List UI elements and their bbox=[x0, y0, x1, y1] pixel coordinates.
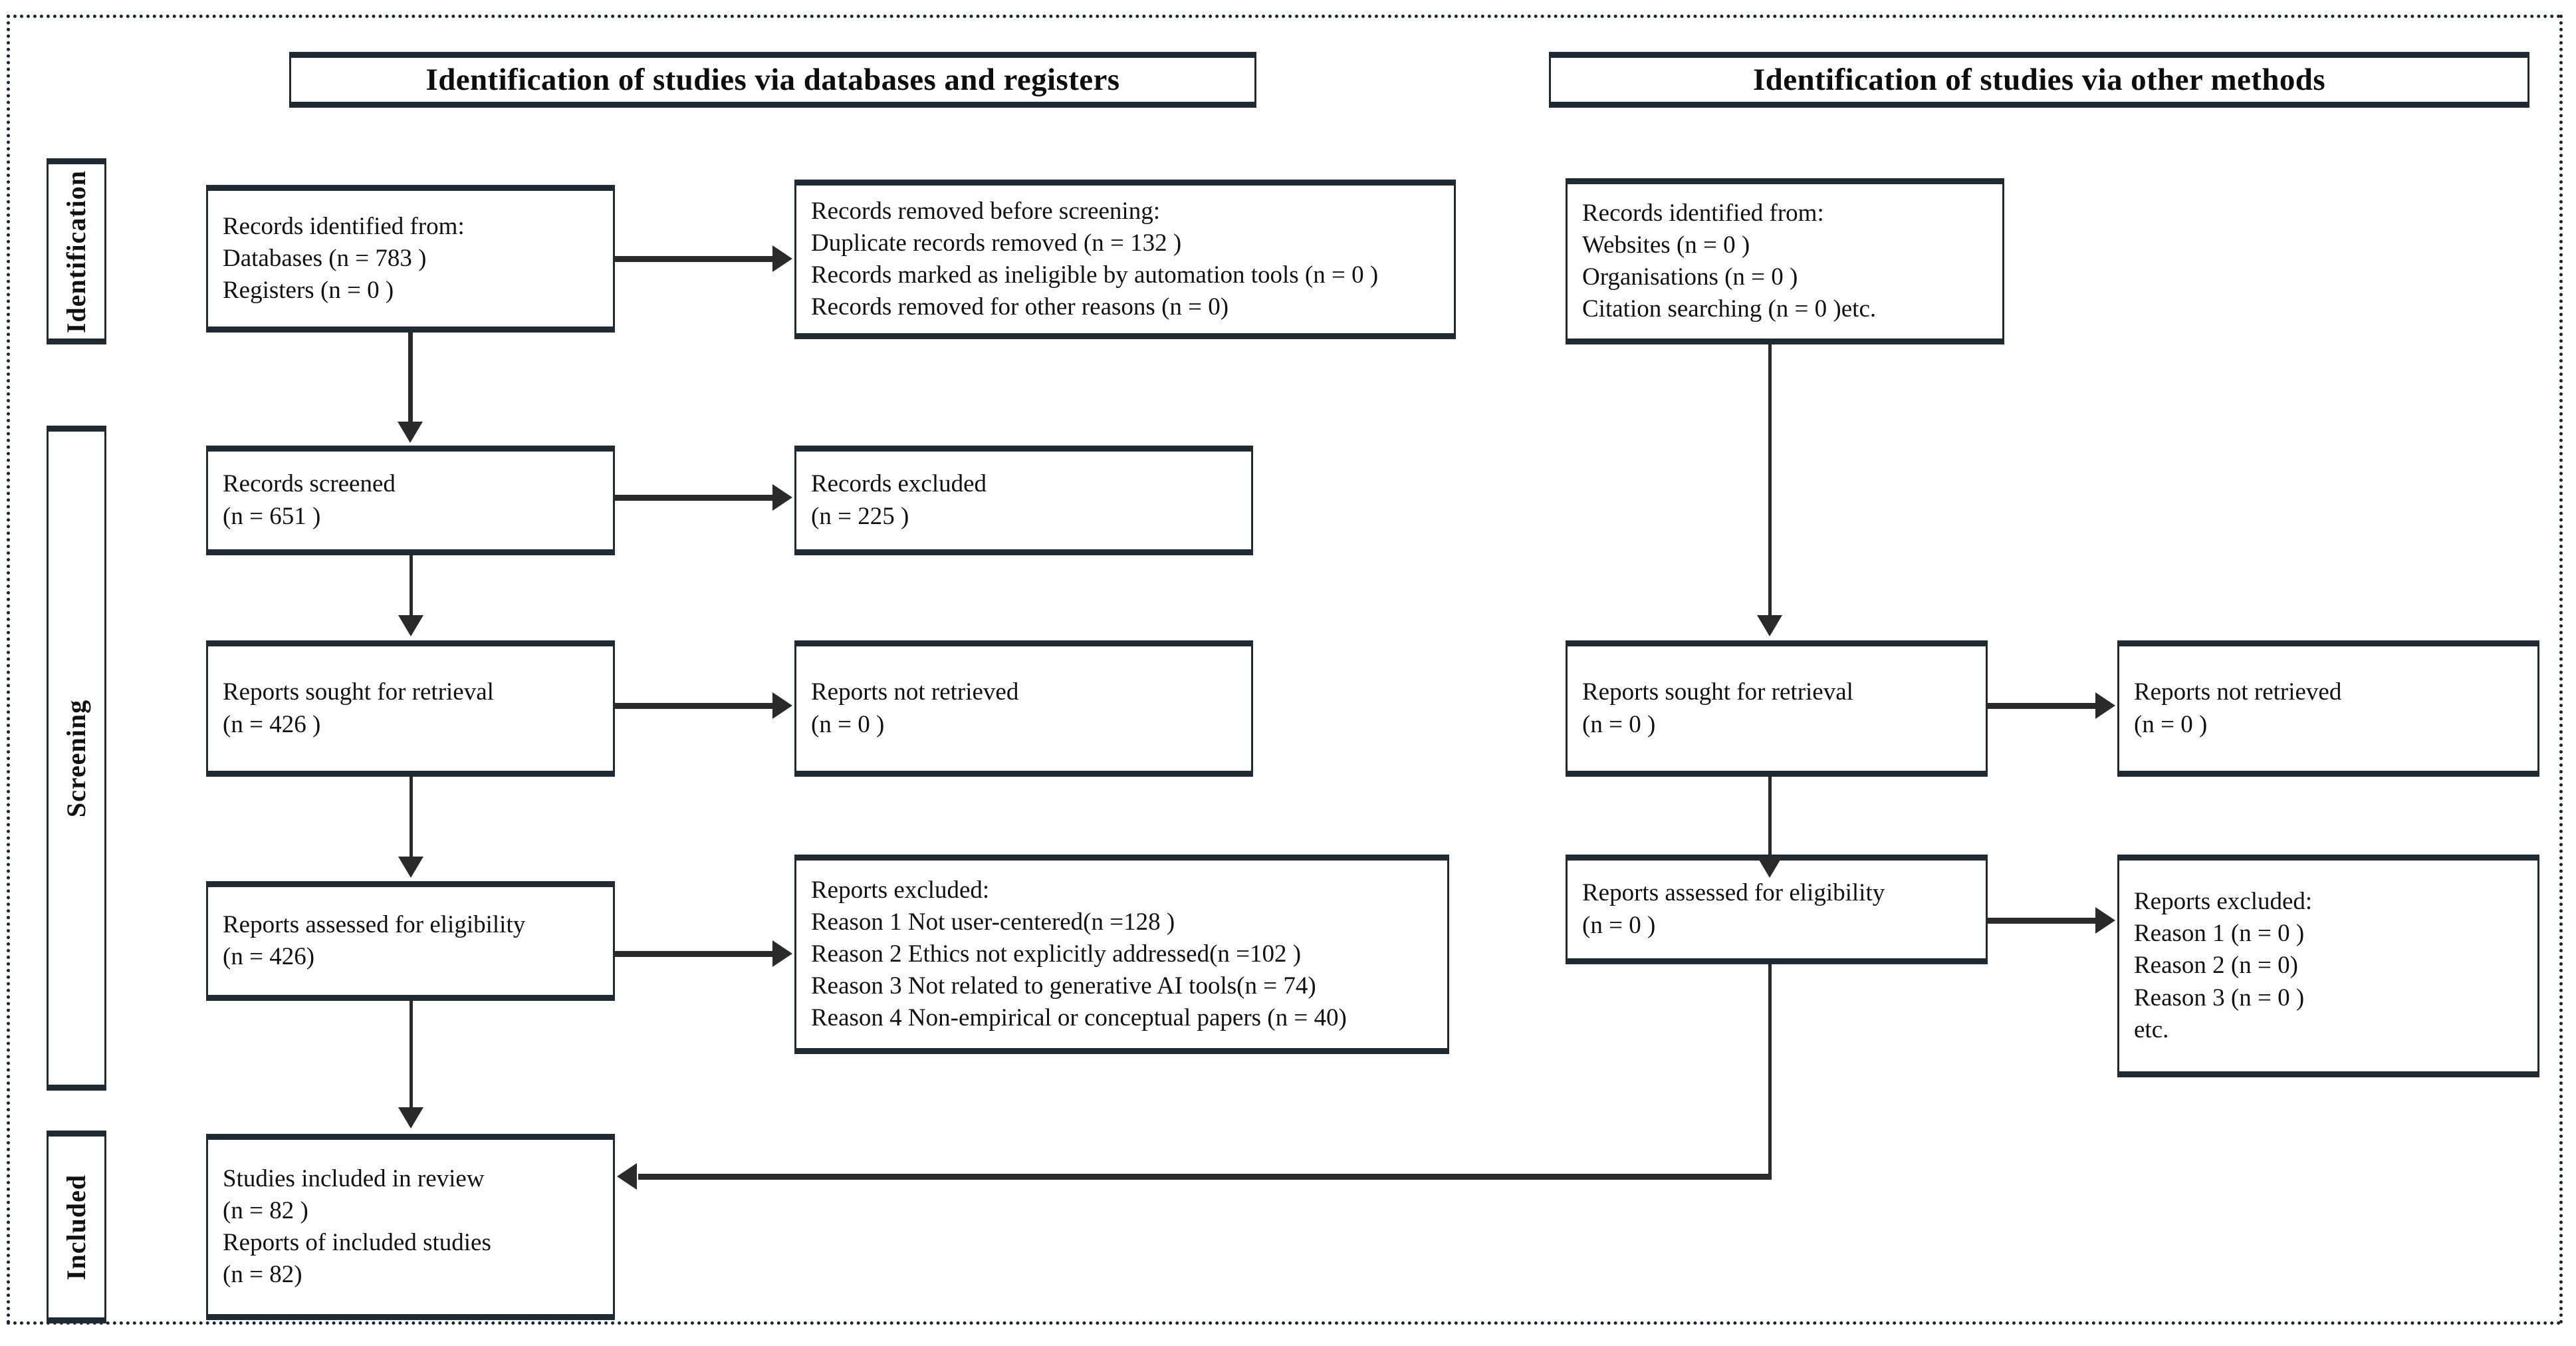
box-line: (n = 0 ) bbox=[1582, 911, 1656, 939]
box-line: Records excluded bbox=[811, 470, 987, 498]
box-line: Reports excluded: bbox=[811, 876, 990, 904]
box-line: Reports assessed for eligibility bbox=[223, 910, 526, 938]
box-line: Records removed before screening: bbox=[811, 197, 1160, 225]
box-line: Reports of included studies bbox=[223, 1229, 491, 1256]
box-reports-excluded-left: Reports excluded: Reason 1 Not user-cent… bbox=[794, 855, 1449, 1054]
connector-right-identified-to-sought bbox=[1768, 344, 1772, 620]
arrowhead-screened-to-excluded bbox=[772, 484, 792, 511]
box-line: Reports not retrieved bbox=[811, 678, 1019, 706]
arrowhead-identified-to-removed bbox=[772, 245, 792, 272]
connector-identified-to-screened bbox=[408, 333, 413, 426]
box-reports-excluded-right: Reports excluded: Reason 1 (n = 0 ) Reas… bbox=[2117, 855, 2539, 1077]
arrowhead-right-sought-to-assessed bbox=[1757, 857, 1782, 878]
diagram-outer-border bbox=[7, 15, 2563, 1325]
connector-sought-to-not-retrieved bbox=[615, 703, 774, 709]
box-line: Records removed for other reasons (n = 0… bbox=[811, 293, 1229, 321]
box-line: (n = 0 ) bbox=[1582, 710, 1656, 738]
box-line: Records screened bbox=[223, 470, 396, 498]
box-line: Reports assessed for eligibility bbox=[1582, 879, 1885, 907]
box-line: (n = 426 ) bbox=[223, 710, 321, 738]
header-left-label: Identification of studies via databases … bbox=[425, 63, 1120, 97]
stage-screening-text: Screening bbox=[61, 699, 92, 817]
box-records-identified-databases: Records identified from: Databases (n = … bbox=[206, 185, 615, 333]
arrowhead-assessed-to-included bbox=[398, 1107, 423, 1129]
box-line: Websites (n = 0 ) bbox=[1582, 231, 1750, 259]
box-line: Duplicate records removed (n = 132 ) bbox=[811, 229, 1182, 257]
arrowhead-right-sought-to-not-retrieved bbox=[2095, 692, 2115, 719]
stage-label-identification: Identification bbox=[47, 158, 106, 344]
box-reports-assessed-for-eligibility-left: Reports assessed for eligibility (n = 42… bbox=[206, 881, 615, 1001]
box-reports-not-retrieved-right: Reports not retrieved (n = 0 ) bbox=[2117, 640, 2539, 777]
connector-screened-to-sought bbox=[410, 555, 413, 618]
box-line: Records marked as ineligible by automati… bbox=[811, 261, 1379, 289]
box-line: Reports sought for retrieval bbox=[223, 678, 494, 706]
box-line: Reason 2 Ethics not explicitly addressed… bbox=[811, 940, 1302, 968]
box-line: (n = 426) bbox=[223, 943, 315, 970]
box-line: Reports not retrieved bbox=[2134, 678, 2342, 706]
stage-included-text: Included bbox=[61, 1174, 92, 1280]
arrowhead-right-assessed-to-reports-excluded bbox=[2095, 907, 2115, 934]
box-line: Registers (n = 0 ) bbox=[223, 277, 394, 305]
box-line: Reason 4 Non-empirical or conceptual pap… bbox=[811, 1004, 1347, 1032]
header-right-other-methods: Identification of studies via other meth… bbox=[1549, 52, 2529, 108]
box-records-identified-other-methods: Records identified from: Websites (n = 0… bbox=[1566, 178, 2004, 344]
connector-assessed-to-reports-excluded bbox=[615, 951, 774, 957]
connector-right-sought-to-assessed bbox=[1768, 777, 1772, 860]
connector-screened-to-excluded bbox=[615, 495, 774, 501]
box-line: Databases (n = 783 ) bbox=[223, 244, 427, 272]
stage-label-included: Included bbox=[47, 1131, 106, 1323]
box-line: (n = 82) bbox=[223, 1261, 302, 1289]
box-line: Studies included in review bbox=[223, 1164, 485, 1192]
box-line: etc. bbox=[2134, 1015, 2169, 1043]
connector-right-assessed-to-reports-excluded bbox=[1988, 918, 2097, 924]
box-line: (n = 82 ) bbox=[223, 1196, 308, 1224]
box-line: (n = 0 ) bbox=[2134, 710, 2208, 738]
arrowhead-right-assessed-to-included bbox=[617, 1163, 637, 1190]
stage-identification-text: Identification bbox=[61, 170, 92, 333]
box-studies-included-in-review: Studies included in review (n = 82 ) Rep… bbox=[206, 1134, 615, 1320]
arrowhead-identified-to-screened bbox=[398, 422, 423, 443]
box-line: Reason 1 Not user-centered(n =128 ) bbox=[811, 908, 1175, 936]
box-line: (n = 0 ) bbox=[811, 710, 885, 738]
connector-identified-to-removed bbox=[615, 256, 774, 262]
box-line: Reason 1 (n = 0 ) bbox=[2134, 920, 2305, 948]
stage-label-screening: Screening bbox=[47, 426, 106, 1091]
box-records-removed-before-screening: Records removed before screening: Duplic… bbox=[794, 180, 1456, 339]
box-reports-sought-for-retrieval-right: Reports sought for retrieval (n = 0 ) bbox=[1566, 640, 1988, 777]
connector-assessed-to-included bbox=[410, 1001, 413, 1111]
box-line: Reason 3 (n = 0 ) bbox=[2134, 984, 2305, 1011]
box-records-excluded: Records excluded (n = 225 ) bbox=[794, 446, 1253, 555]
box-line: Reports sought for retrieval bbox=[1582, 678, 1853, 706]
header-left-databases-registers: Identification of studies via databases … bbox=[289, 52, 1256, 108]
box-reports-not-retrieved-left: Reports not retrieved (n = 0 ) bbox=[794, 640, 1253, 777]
box-line: Records identified from: bbox=[1582, 199, 1824, 227]
box-reports-sought-for-retrieval-left: Reports sought for retrieval (n = 426 ) bbox=[206, 640, 615, 777]
box-line: Organisations (n = 0 ) bbox=[1582, 263, 1798, 291]
box-line: (n = 225 ) bbox=[811, 502, 909, 530]
connector-right-sought-to-not-retrieved bbox=[1988, 703, 2097, 709]
box-line: Records identified from: bbox=[223, 212, 465, 240]
box-line: Reason 3 Not related to generative AI to… bbox=[811, 972, 1316, 1000]
connector-right-assessed-to-included-horizontal bbox=[638, 1174, 1772, 1180]
box-line: Reports excluded: bbox=[2134, 888, 2313, 916]
arrowhead-sought-to-not-retrieved bbox=[772, 692, 792, 719]
box-line: (n = 651 ) bbox=[223, 502, 321, 530]
arrowhead-sought-to-assessed bbox=[398, 857, 423, 878]
header-right-label: Identification of studies via other meth… bbox=[1752, 63, 2326, 97]
box-line: Citation searching (n = 0 )etc. bbox=[1582, 295, 1877, 323]
arrowhead-right-identified-to-sought bbox=[1757, 615, 1782, 636]
arrowhead-assessed-to-reports-excluded bbox=[772, 940, 792, 967]
connector-sought-to-assessed bbox=[410, 777, 413, 860]
box-records-screened: Records screened (n = 651 ) bbox=[206, 446, 615, 555]
box-line: Reason 2 (n = 0) bbox=[2134, 952, 2298, 980]
arrowhead-screened-to-sought bbox=[398, 615, 423, 636]
connector-right-assessed-to-included-vertical bbox=[1768, 964, 1772, 1177]
